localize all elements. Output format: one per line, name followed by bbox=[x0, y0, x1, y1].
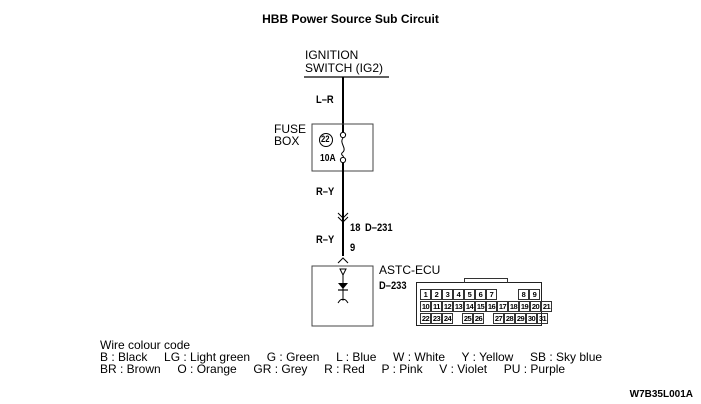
pin: 28 bbox=[504, 313, 515, 324]
pin: 24 bbox=[442, 313, 453, 324]
pin-gap bbox=[484, 313, 493, 322]
diode-icon bbox=[338, 283, 348, 289]
pin: 26 bbox=[473, 313, 484, 324]
fuse-element bbox=[341, 137, 345, 158]
colour-code-entry: R : Red bbox=[324, 362, 365, 376]
wire-colour-code-heading: Wire colour code bbox=[100, 338, 191, 352]
pin: 11 bbox=[431, 301, 442, 312]
pin: 23 bbox=[431, 313, 442, 324]
pin: 25 bbox=[462, 313, 473, 324]
pin: 13 bbox=[453, 301, 464, 312]
colour-code-entry: PU : Purple bbox=[503, 362, 566, 376]
pin: 30 bbox=[526, 313, 537, 324]
connector-chevron-1 bbox=[337, 212, 349, 219]
colour-code-entry: V : Violet bbox=[439, 362, 488, 376]
colour-code-entry: LG : Light green bbox=[164, 350, 251, 364]
pin: 8 bbox=[518, 289, 529, 300]
connector-row-1: 1 2 3 4 5 6 7 8 9 bbox=[420, 289, 540, 300]
colour-code-entry: B : Black bbox=[100, 350, 148, 364]
wire-label-bottom: R–Y bbox=[316, 234, 335, 246]
wire-colour-code-line-1: B : Black LG : Light green G : Green L :… bbox=[100, 351, 602, 364]
terminal-triangle bbox=[339, 268, 347, 277]
colour-code-entry: O : Orange bbox=[177, 362, 237, 376]
pin: 19 bbox=[519, 301, 530, 312]
pin: 21 bbox=[541, 301, 552, 312]
ignition-label-line2: SWITCH (IG2) bbox=[305, 61, 383, 75]
ground-symbol bbox=[337, 298, 349, 304]
colour-code-entry: BR : Brown bbox=[100, 362, 161, 376]
connector-row-3: 22 23 24 25 26 27 28 29 30 31 bbox=[420, 313, 548, 324]
pin: 27 bbox=[493, 313, 504, 324]
colour-code-entry: P : Pink bbox=[381, 362, 423, 376]
pin: 31 bbox=[537, 313, 548, 324]
colour-code-entry: Y : Yellow bbox=[461, 350, 514, 364]
fuse-number: 22 bbox=[321, 134, 330, 144]
fuse-number-circle bbox=[319, 133, 333, 147]
wire-colour-code-line-2: BR : Brown O : Orange GR : Grey R : Red … bbox=[100, 363, 565, 376]
pin: 29 bbox=[515, 313, 526, 324]
pin: 1 bbox=[420, 289, 431, 300]
pin: 7 bbox=[486, 289, 497, 300]
colour-code-entry: G : Green bbox=[266, 350, 320, 364]
connector-chevron-2 bbox=[337, 216, 349, 223]
pin-gap bbox=[497, 289, 518, 298]
fuse-terminal-top bbox=[339, 131, 347, 139]
pin-gap bbox=[453, 313, 462, 322]
fuse-rating: 10A bbox=[320, 153, 336, 164]
colour-code-entry: GR : Grey bbox=[253, 362, 308, 376]
colour-code-entry: L : Blue bbox=[336, 350, 377, 364]
ecu-name: ASTC-ECU bbox=[379, 263, 441, 277]
ignition-label-line1: IGNITION bbox=[305, 48, 359, 62]
pin: 14 bbox=[464, 301, 475, 312]
connector-lock-tab bbox=[464, 278, 508, 283]
fuse-box-label-line1: FUSE bbox=[274, 122, 307, 136]
pin: 12 bbox=[442, 301, 453, 312]
connector-face-d233: 1 2 3 4 5 6 7 8 9 10 11 12 13 14 15 16 1… bbox=[416, 278, 552, 326]
pin: 2 bbox=[431, 289, 442, 300]
fuse-terminal-bottom bbox=[339, 156, 347, 164]
ecu-outline bbox=[311, 265, 374, 327]
colour-code-entry: W : White bbox=[393, 350, 446, 364]
ecu-connector-id: D–233 bbox=[379, 280, 407, 292]
pin: 22 bbox=[420, 313, 431, 324]
pin: 15 bbox=[475, 301, 486, 312]
connector-row-2: 10 11 12 13 14 15 16 17 18 19 20 21 bbox=[420, 301, 552, 312]
pin: 18 bbox=[508, 301, 519, 312]
pin: 17 bbox=[497, 301, 508, 312]
pin: 10 bbox=[420, 301, 431, 312]
figure-reference-code: W7B35L001A bbox=[629, 389, 693, 400]
intermediate-connector-pin: 18 bbox=[350, 222, 361, 234]
pin: 16 bbox=[486, 301, 497, 312]
pin: 20 bbox=[530, 301, 541, 312]
ecu-input-arrow bbox=[337, 257, 349, 264]
pin: 6 bbox=[475, 289, 486, 300]
pin: 9 bbox=[529, 289, 540, 300]
pin: 3 bbox=[442, 289, 453, 300]
wire-label-top: L–R bbox=[316, 94, 334, 106]
wire-label-middle: R–Y bbox=[316, 186, 335, 198]
diagram-title: HBB Power Source Sub Circuit bbox=[262, 12, 439, 26]
colour-code-entry: SB : Sky blue bbox=[530, 350, 603, 364]
pin: 5 bbox=[464, 289, 475, 300]
fuse-box-label-line2: BOX bbox=[274, 134, 300, 148]
pin: 4 bbox=[453, 289, 464, 300]
ecu-pin-number: 9 bbox=[350, 242, 356, 254]
intermediate-connector-id: D–231 bbox=[365, 222, 393, 234]
